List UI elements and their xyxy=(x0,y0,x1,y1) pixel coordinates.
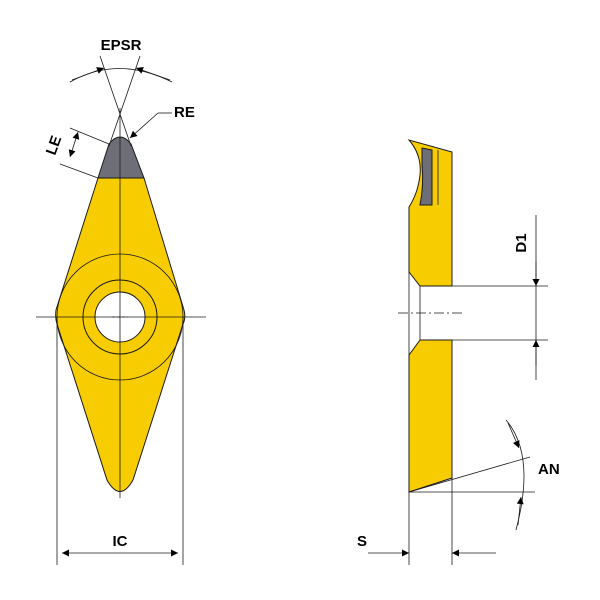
le-dimension: LE xyxy=(43,127,110,179)
side-cutting-edge xyxy=(419,147,433,206)
side-body-lower xyxy=(408,339,453,493)
s-dimension: S xyxy=(357,478,496,565)
epsr-label: EPSR xyxy=(101,37,142,54)
le-label: LE xyxy=(43,134,66,158)
re-label: RE xyxy=(174,104,195,121)
insert-top-view xyxy=(36,108,206,498)
insert-side-view xyxy=(398,139,464,493)
ic-dimension: IC xyxy=(56,317,184,565)
d1-dimension: D1 xyxy=(452,215,548,380)
epsr-dimension: EPSR xyxy=(69,37,173,147)
side-body-upper xyxy=(407,139,453,287)
re-dimension: RE xyxy=(129,104,195,139)
cutting-tip xyxy=(97,136,145,179)
d1-label: D1 xyxy=(513,233,530,252)
s-label: S xyxy=(357,533,367,550)
an-label: AN xyxy=(538,461,560,478)
an-dimension: AN xyxy=(408,419,560,531)
ic-label: IC xyxy=(113,533,128,550)
